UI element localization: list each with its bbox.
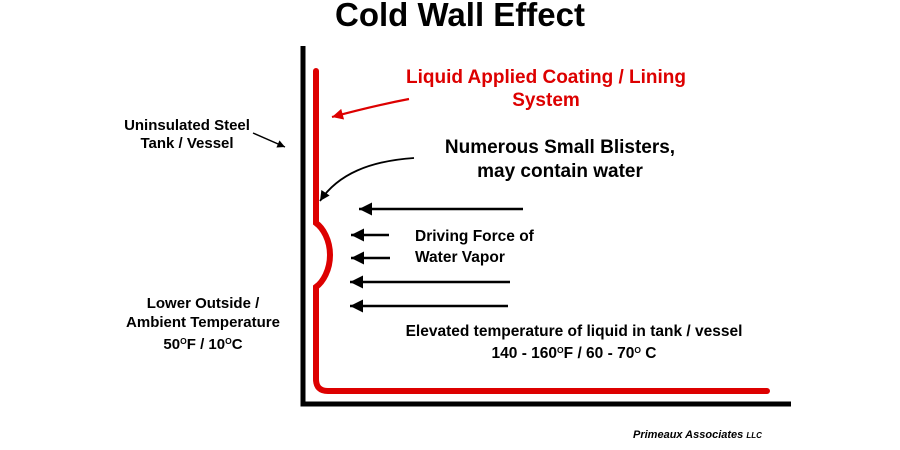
company-suffix: LLC (746, 431, 762, 440)
driving-force-label: Driving Force of Water Vapor (415, 226, 534, 268)
blisters-label-line1: Numerous Small Blisters, (444, 137, 676, 158)
diagram-title: Cold Wall Effect (335, 0, 585, 33)
ambient-line2: Ambient Temperature (126, 313, 280, 331)
driving-force-line1: Driving Force of (415, 228, 534, 245)
ambient-line1: Lower Outside / (146, 295, 260, 312)
blisters-label: Numerous Small Blisters, may contain wat… (410, 136, 710, 184)
coating-label-line2: System (512, 90, 580, 111)
uninsulated-steel-label: Uninsulated Steel Tank / Vessel (107, 117, 267, 152)
uninsulated-line1: Uninsulated Steel (124, 117, 250, 134)
coating-line (313, 68, 770, 394)
uninsulated-line2: Tank / Vessel (140, 134, 234, 152)
degree-symbol: O (180, 336, 187, 346)
coating-label: Liquid Applied Coating / Lining System (396, 66, 696, 112)
coating-label-line1: Liquid Applied Coating / Lining (405, 67, 687, 88)
company-credit: Primeaux Associates LLC (633, 429, 762, 441)
elevated-temp-values: 140 - 160OF / 60 - 70O C (491, 345, 657, 362)
steel-pointer-arrow (252, 132, 286, 148)
elevated-temperature-label: Elevated temperature of liquid in tank /… (374, 322, 774, 363)
degree-symbol: O (634, 345, 641, 355)
driving-force-line2: Water Vapor (415, 249, 505, 266)
degree-symbol: O (557, 345, 564, 355)
ambient-temperature-label: Lower Outside / Ambient Temperature 50OF… (103, 295, 303, 355)
degree-symbol: O (225, 336, 232, 346)
company-name: Primeaux Associates (633, 429, 744, 441)
coating-pointer-arrow (331, 97, 410, 120)
blister-pointer-arrow (319, 157, 415, 202)
blisters-label-line2: may contain water (477, 161, 643, 182)
elevated-line1: Elevated temperature of liquid in tank /… (405, 323, 743, 340)
steel-wall-line (300, 46, 791, 407)
ambient-temp-values: 50OF / 10OC (163, 336, 243, 353)
